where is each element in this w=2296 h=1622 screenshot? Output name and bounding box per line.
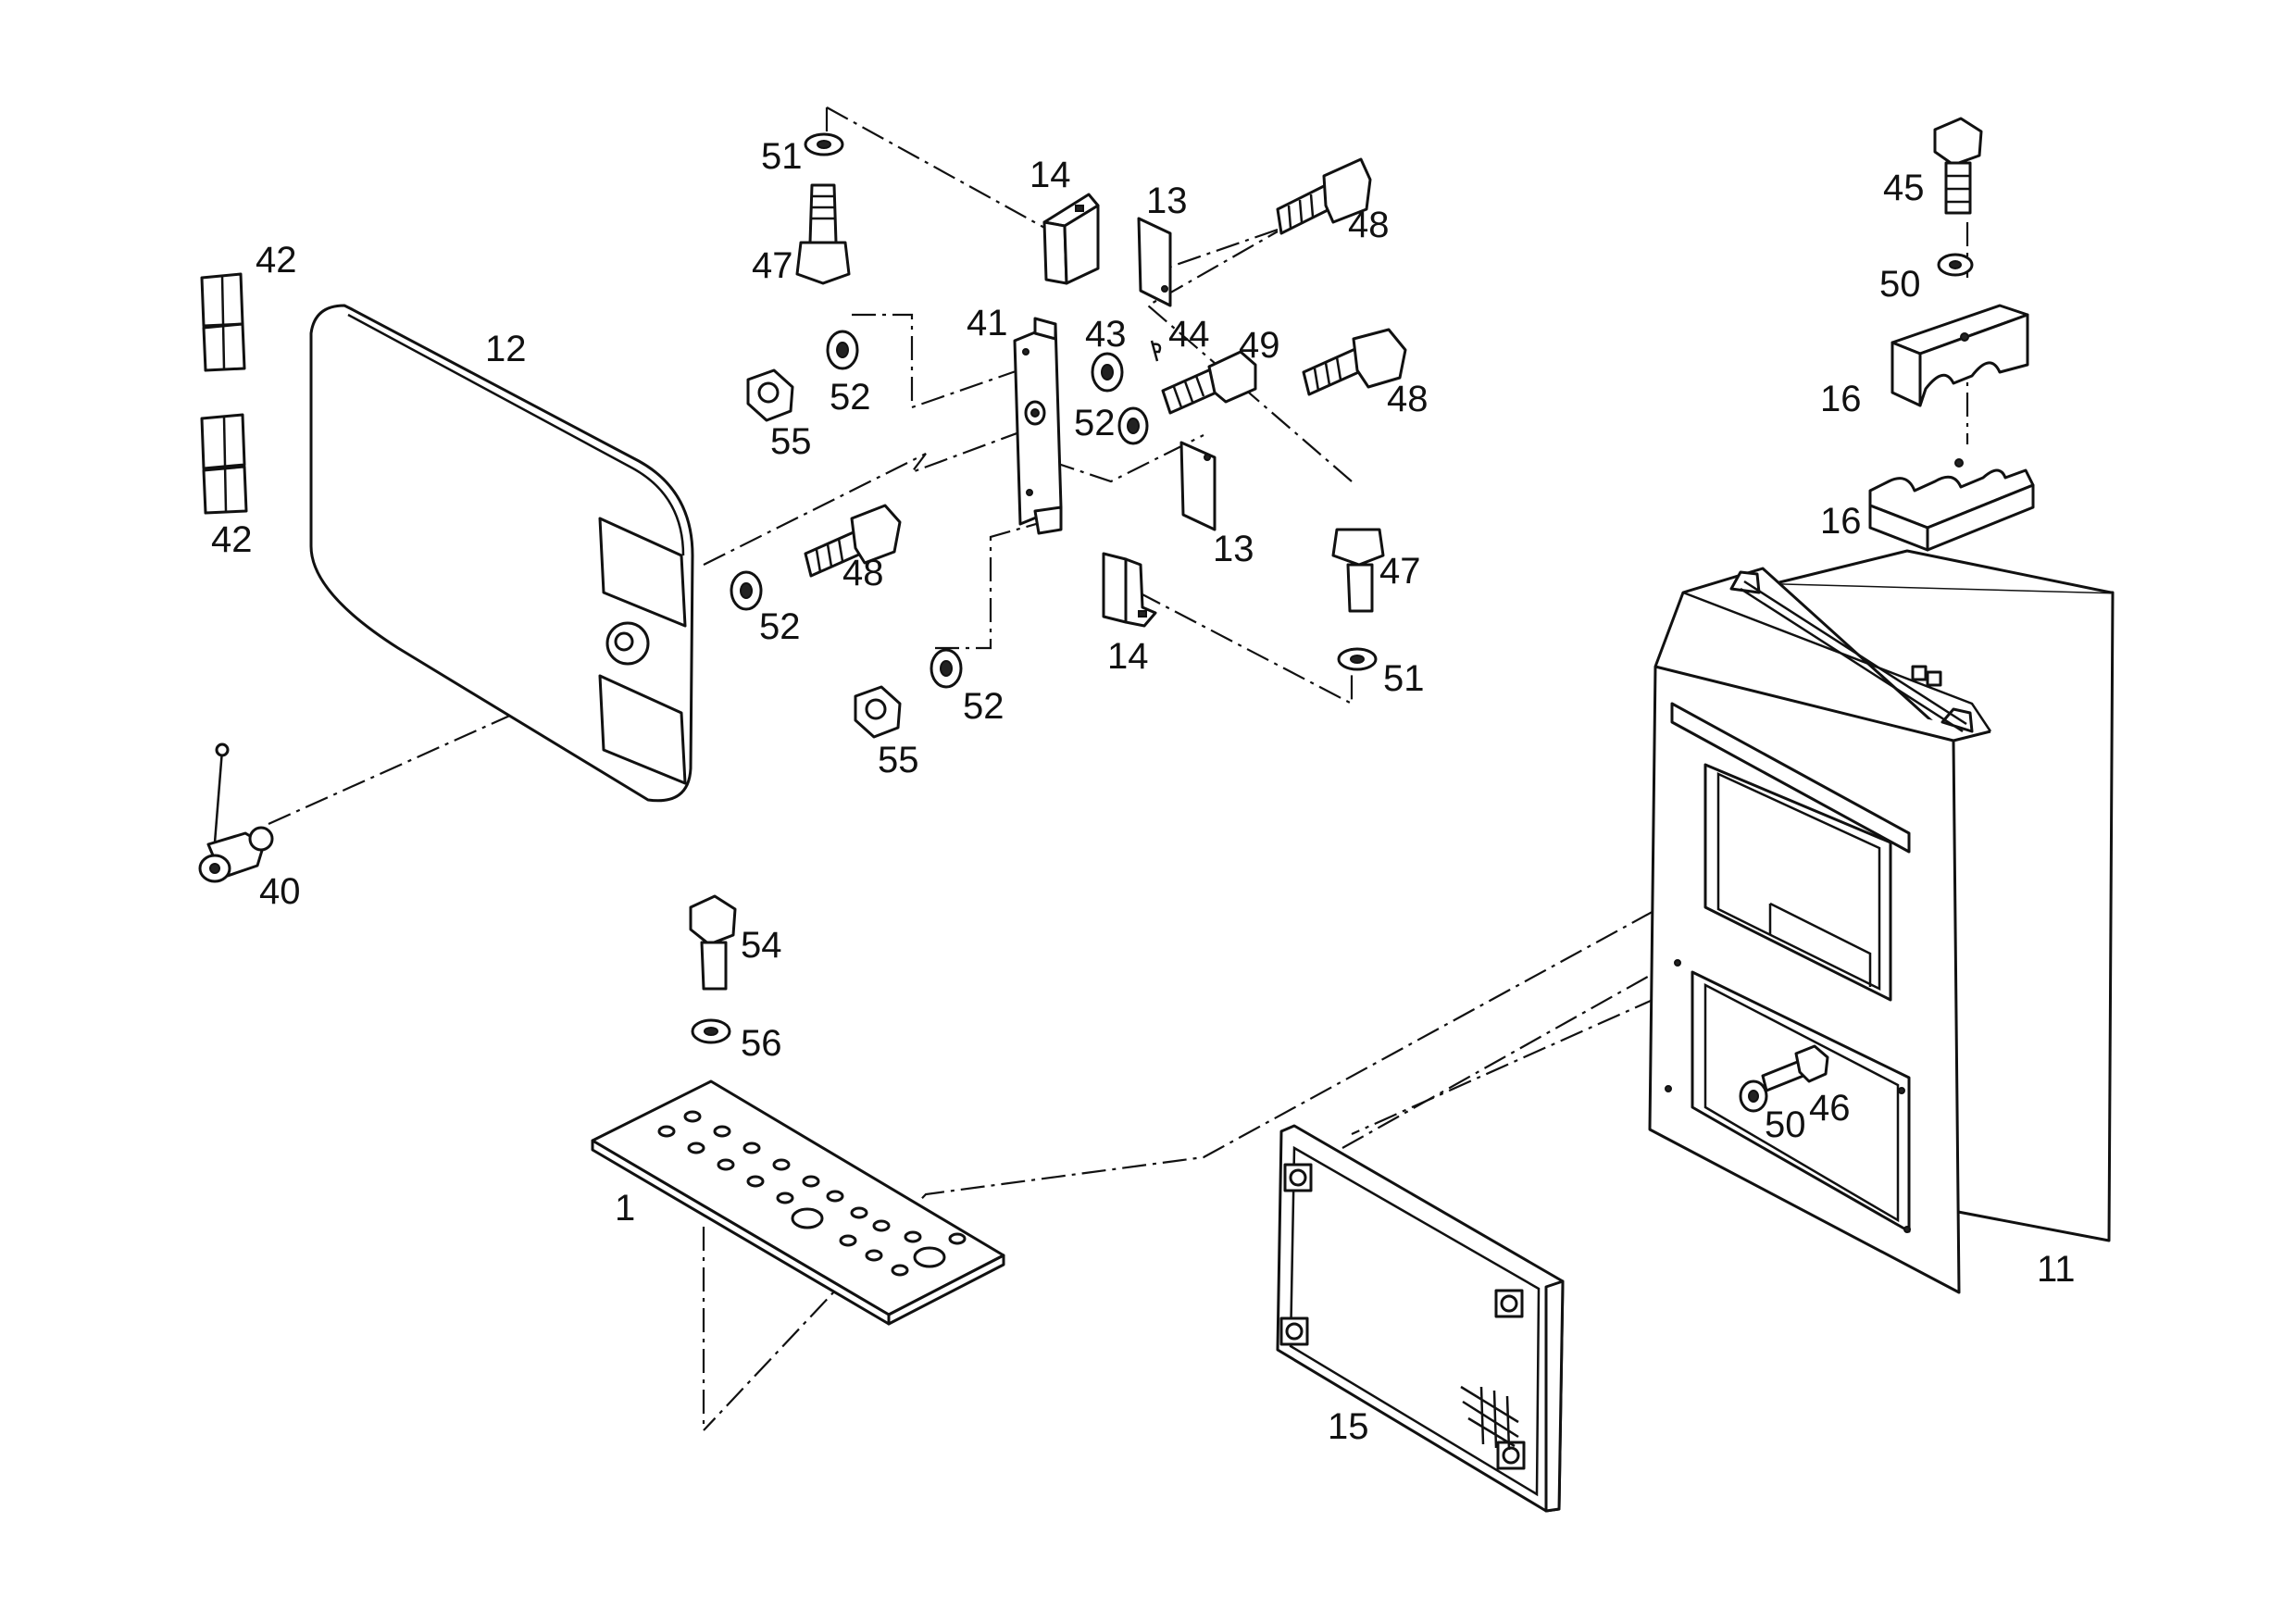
bolt-part-47-lower [1331, 528, 1385, 613]
bolt-part-48-lower [804, 504, 902, 578]
callout-47-upper: 47 [752, 245, 793, 286]
pin-part-44 [1150, 340, 1162, 362]
clamp-block-part-16-lower [1868, 458, 2035, 552]
callout-48-upper: 48 [1348, 205, 1390, 245]
washer-part-50-lower [1739, 1079, 1768, 1113]
callout-16-lower: 16 [1820, 501, 1862, 542]
plate-holes [657, 1110, 967, 1277]
cabinet-housing-part-11 [1648, 549, 2115, 1294]
callout-13-upper: 13 [1146, 181, 1188, 221]
angle-bracket-part-14-lower [1102, 552, 1157, 628]
callout-51-lower: 51 [1383, 658, 1425, 699]
callout-52-lower: 52 [963, 686, 1004, 727]
callout-11: 11 [2037, 1249, 2076, 1290]
hinge-plate-part-41 [1013, 317, 1063, 535]
callout-14-lower: 14 [1107, 636, 1149, 677]
plate-part-13-lower [1179, 441, 1217, 531]
callout-43: 43 [1085, 314, 1127, 355]
bolt-part-45 [1933, 117, 1983, 215]
mounting-plate-part-1 [591, 1079, 1005, 1326]
callout-1: 1 [615, 1188, 635, 1229]
washer-part-51-upper [804, 132, 844, 156]
callout-42-lower: 42 [211, 519, 253, 560]
washer-part-52-lower [930, 648, 963, 689]
callout-42-upper: 42 [256, 240, 297, 281]
clip-part-42-lower [200, 413, 248, 515]
door-panel-part-12 [309, 304, 694, 803]
bolt-part-46 [1761, 1044, 1829, 1092]
callout-52-door: 52 [759, 606, 801, 647]
callout-48-lower: 48 [842, 553, 884, 593]
nut-part-55-lower [854, 685, 902, 739]
callout-55-upper: 55 [770, 421, 812, 462]
callout-54: 54 [741, 925, 782, 966]
callout-14-upper: 14 [1029, 155, 1071, 195]
callout-15: 15 [1328, 1406, 1369, 1447]
clip-part-42-upper [200, 272, 246, 372]
bolt-part-48-upper [1276, 157, 1372, 235]
angle-bracket-part-14-upper [1042, 193, 1100, 285]
washer-part-56 [691, 1018, 731, 1044]
callout-52-hinge: 52 [1074, 403, 1116, 443]
callout-55-lower: 55 [878, 740, 919, 780]
bolt-part-54 [689, 894, 737, 991]
washer-part-43 [1091, 352, 1124, 393]
callout-56: 56 [741, 1023, 782, 1064]
bolt-part-49 [1161, 350, 1257, 415]
callout-40: 40 [259, 871, 301, 912]
callout-48-middle: 48 [1387, 379, 1429, 419]
callout-46: 46 [1809, 1088, 1851, 1129]
callout-16-upper: 16 [1820, 379, 1862, 419]
bolt-part-47-upper [795, 183, 851, 285]
washer-part-52-hinge [1117, 406, 1149, 445]
key-lock-part-40 [198, 742, 274, 883]
callout-52-upper: 52 [830, 377, 871, 418]
callout-50-upper: 50 [1879, 264, 1921, 305]
callout-51-upper: 51 [761, 136, 803, 177]
cover-panel-part-15 [1276, 1124, 1565, 1513]
callout-13-lower: 13 [1213, 529, 1254, 569]
callout-41: 41 [967, 303, 1008, 343]
callout-47-lower: 47 [1379, 551, 1421, 592]
callout-49: 49 [1239, 325, 1280, 366]
callout-labels: 42 42 12 40 51 47 14 13 48 41 43 44 49 4… [211, 136, 2076, 1447]
washer-part-52-upper [826, 330, 859, 370]
washer-part-50-upper [1937, 253, 1974, 277]
bolt-part-48-middle [1302, 328, 1407, 396]
clamp-block-part-16-upper [1890, 304, 2029, 407]
callout-45: 45 [1883, 168, 1925, 208]
washer-part-52-door [730, 570, 763, 611]
plate-part-13-upper [1137, 217, 1172, 307]
callout-12: 12 [485, 329, 527, 369]
washer-part-51-lower [1337, 647, 1378, 671]
callout-50-lower: 50 [1765, 1104, 1806, 1145]
nut-part-55-upper [746, 368, 794, 422]
callout-44: 44 [1168, 314, 1210, 355]
